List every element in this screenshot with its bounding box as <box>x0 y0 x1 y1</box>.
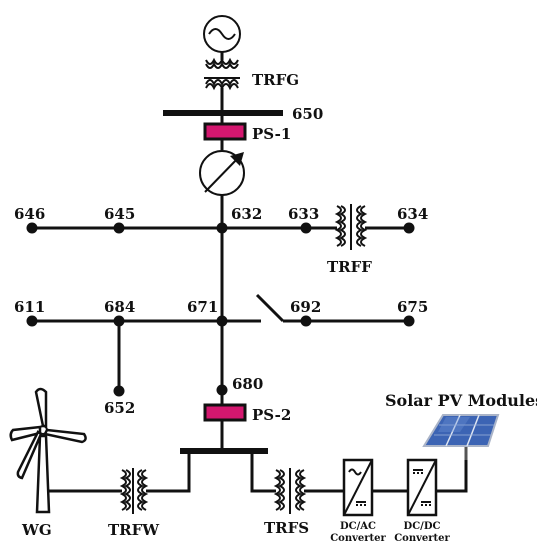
wire-bus-trfw <box>146 451 191 493</box>
wind-turbine-icon <box>9 387 87 514</box>
wire-dcdc-pv <box>436 450 468 493</box>
wg-label: WG <box>21 521 52 539</box>
dcac-label-line2: Converter <box>330 533 386 544</box>
ps1-label: PS-1 <box>252 125 291 143</box>
trff-transformer-icon <box>306 204 409 250</box>
wire-bus-trfs <box>250 451 276 493</box>
node-611 <box>26 315 38 327</box>
solar-title: Solar PV Modules <box>385 391 537 410</box>
node-634 <box>403 222 415 234</box>
trfs-label: TRFS <box>264 519 309 537</box>
node-675 <box>403 315 415 327</box>
trfw-label: TRFW <box>108 521 160 539</box>
node-652 <box>113 385 125 397</box>
node-671-label: 671 <box>187 298 218 316</box>
node-646 <box>26 222 38 234</box>
trfg-transformer-icon <box>204 52 240 112</box>
dcdc-converter-icon <box>406 458 438 517</box>
node-634-label: 634 <box>397 205 428 223</box>
node-632-label: 632 <box>231 205 262 223</box>
node-645-label: 645 <box>104 205 135 223</box>
node-692 <box>300 315 312 327</box>
voltage-regulator-icon <box>199 150 245 196</box>
generator-icon <box>203 15 241 53</box>
node-646-label: 646 <box>14 205 45 223</box>
trfs-transformer-icon <box>273 468 307 514</box>
trfw-transformer-icon <box>119 468 149 514</box>
solar-panel-icon <box>422 414 500 460</box>
node-611-label: 611 <box>14 298 45 316</box>
node-680-label: 680 <box>232 375 263 393</box>
dcdc-label-line1: DC/DC <box>404 521 441 532</box>
node-692-label: 692 <box>290 298 321 316</box>
node-652-label: 652 <box>104 399 135 417</box>
trff-label: TRFF <box>327 258 372 276</box>
dcac-label-line1: DC/AC <box>340 521 376 532</box>
node-645 <box>113 222 125 234</box>
node-684-label: 684 <box>104 298 135 316</box>
node-671 <box>216 315 228 327</box>
ps2-label: PS-2 <box>252 406 291 424</box>
trfg-label: TRFG <box>252 71 299 89</box>
ps2-box <box>203 403 247 422</box>
dcac-converter-icon <box>342 458 374 517</box>
node-675-label: 675 <box>397 298 428 316</box>
ps1-box <box>203 122 247 141</box>
open-switch-icon <box>255 293 285 323</box>
dcdc-label-line2: Converter <box>394 533 450 544</box>
bus-650-label: 650 <box>292 105 323 123</box>
node-633-label: 633 <box>288 205 319 223</box>
